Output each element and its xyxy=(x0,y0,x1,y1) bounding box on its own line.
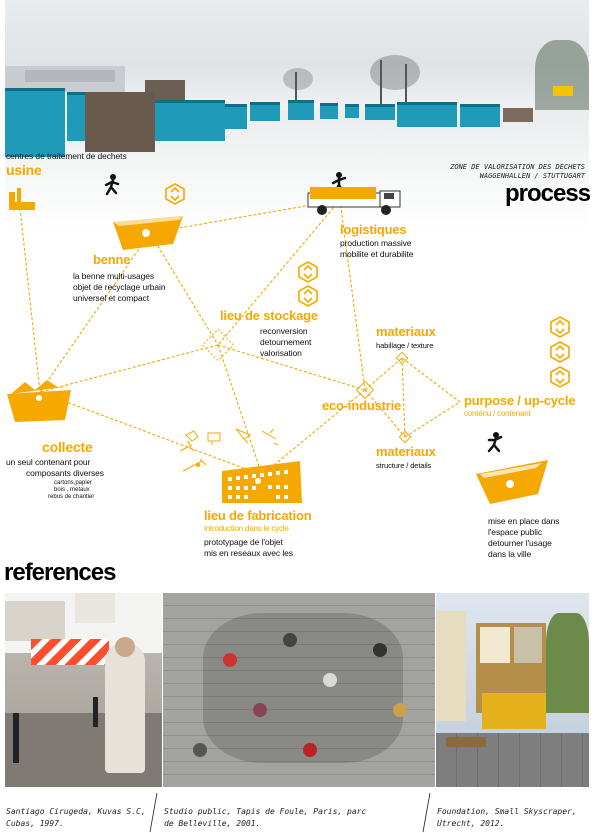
materiaux-top-node: materiaux habillage / texture xyxy=(376,324,486,351)
usine-subtitle: centres de traitement de dechets xyxy=(6,151,127,161)
collecte-title: collecte xyxy=(42,439,93,455)
reference-caption-line: Santiago Cirugeda, Kuvas S.C, xyxy=(6,807,146,816)
fabrication-line: prototypage de l'objet xyxy=(204,537,283,547)
reference-photo-small-skyscraper xyxy=(436,593,589,787)
skip-icon xyxy=(113,216,183,250)
benne-line: la benne multi-usages xyxy=(73,271,155,281)
benne-node: benne la benne multi-usages objet de rec… xyxy=(73,252,213,304)
public-line: l'espace public xyxy=(488,527,542,537)
reference-caption-line: Cubas, 1997. xyxy=(6,819,64,828)
logistiques-line: production massive xyxy=(340,238,412,248)
purpose-title: purpose / up-cycle xyxy=(464,393,576,408)
stockage-title: lieu de stockage xyxy=(220,308,318,323)
reference-caption: Studio public, Tapis de Foule, Paris, pa… xyxy=(164,806,426,830)
person-icon xyxy=(104,174,120,196)
process-title: process xyxy=(505,180,591,207)
reference-caption-line: Studio public, Tapis de Foule, Paris, pa… xyxy=(164,807,367,816)
recycle-icon xyxy=(298,285,318,307)
photo-caption-line2: WAGGENHALLEN / STUTTUGART xyxy=(479,172,585,180)
stockage-line: valorisation xyxy=(260,348,302,358)
factory-icon xyxy=(9,188,35,210)
logistiques-node: logistiques production massive mobilite … xyxy=(340,222,480,260)
references-title: references xyxy=(4,559,116,586)
collecte-small-line: rebus de chantier xyxy=(48,494,95,500)
fabrication-title: lieu de fabrication xyxy=(204,508,312,523)
collecte-small-line: cartons,papier xyxy=(54,480,93,486)
photo-caption: ZONE DE VALORISATION DES DECHETS WAGGENH… xyxy=(380,163,585,181)
collecte-line: composants diverses xyxy=(26,468,104,478)
recycle-icon xyxy=(550,366,570,388)
materiaux-bottom-node: materiaux structure / details xyxy=(376,444,486,471)
materiaux-bottom-title: materiaux xyxy=(376,444,436,459)
recycle-icon xyxy=(298,261,318,283)
reference-caption: Foundation, Small Skyscraper, Utrecht, 2… xyxy=(437,806,589,830)
benne-title: benne xyxy=(93,252,131,267)
reference-photo-tapis-de-foule xyxy=(163,593,435,787)
stockage-line: detournement xyxy=(260,337,312,347)
recycle-icon xyxy=(550,316,570,338)
building-icon xyxy=(222,461,302,503)
stockage-line: reconversion xyxy=(260,326,308,336)
usine-node: centres de traitement de dechets usine xyxy=(6,151,186,178)
materiaux-top-sub: habillage / texture xyxy=(376,341,434,350)
stockage-node: lieu de stockage reconversion detourneme… xyxy=(220,308,350,359)
purpose-sub: contenu / contenant xyxy=(464,409,531,418)
logistiques-line: mobilite et durabilite xyxy=(340,249,414,259)
collecte-node: collecte un seul contenant pour composan… xyxy=(6,439,136,501)
materiaux-top-title: materiaux xyxy=(376,324,436,339)
skip-icon xyxy=(476,460,548,504)
photo-caption-line1: ZONE DE VALORISATION DES DECHETS xyxy=(450,163,585,171)
reference-caption-line: de Belleville, 2001. xyxy=(164,819,261,828)
materiaux-bottom-sub: structure / details xyxy=(376,461,432,470)
fabrication-sub: introduction dans le cycle xyxy=(204,524,289,533)
truck-icon xyxy=(307,187,401,215)
reference-photo-cirugeda xyxy=(5,593,162,787)
skip-icon xyxy=(7,380,71,422)
logistiques-title: logistiques xyxy=(340,222,407,237)
public-line: dans la ville xyxy=(488,549,532,559)
collecte-line: un seul contenant pour xyxy=(6,457,91,467)
purpose-node: purpose / up-cycle contenu / contenant xyxy=(464,393,589,419)
usine-title: usine xyxy=(6,162,42,178)
recycle-icon xyxy=(550,341,570,363)
reference-caption-line: Utrecht, 2012. xyxy=(437,819,505,828)
collecte-small-line: bois , metaux xyxy=(54,487,90,493)
benne-line: universel et compact xyxy=(73,293,149,303)
fabrication-line: mis en reseaux avec les xyxy=(204,548,293,558)
reference-caption-line: Foundation, Small Skyscraper, xyxy=(437,807,577,816)
benne-line: objet de recyclage urbain xyxy=(73,282,166,292)
public-line: mise en place dans xyxy=(488,516,560,526)
eco-industrie-title: eco-industrie xyxy=(322,398,402,413)
public-line: detourner l'usage xyxy=(488,538,552,548)
top-photo-waste-yard xyxy=(5,0,589,230)
tools-icon xyxy=(179,428,279,472)
person-icon xyxy=(487,432,503,453)
recycle-icon xyxy=(165,183,185,205)
public-space-node: mise en place dans l'espace public detou… xyxy=(488,516,588,560)
fabrication-node: lieu de fabrication introduction dans le… xyxy=(204,508,354,559)
reference-caption: Santiago Cirugeda, Kuvas S.C, Cubas, 199… xyxy=(6,806,151,830)
